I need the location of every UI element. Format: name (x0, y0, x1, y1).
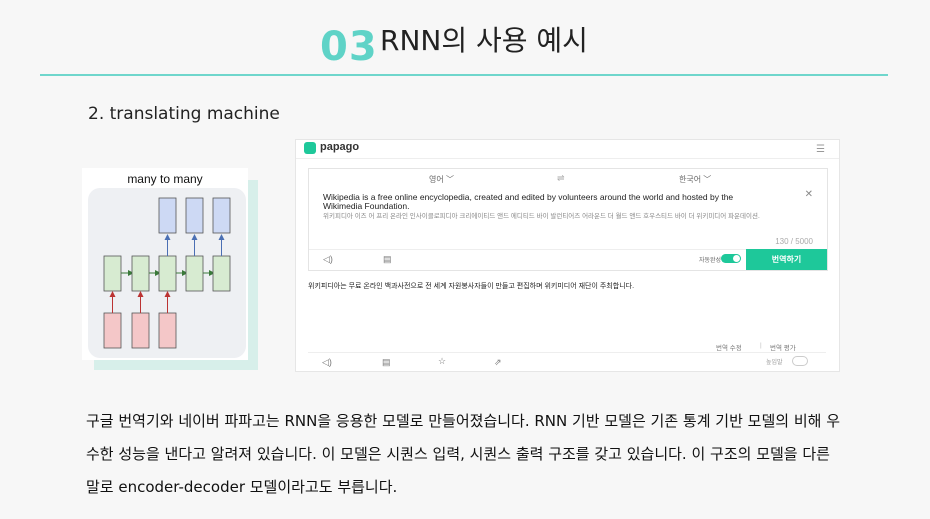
menu-icon[interactable]: ☰ (816, 144, 825, 155)
papago-logo-icon (304, 142, 316, 154)
keyboard-icon[interactable]: ▤ (383, 254, 392, 264)
hidden-state-1 (131, 255, 150, 292)
output-node-0 (158, 197, 177, 234)
papago-window: papago ☰ 영어 ﹀ ⇌ 한국어 ﹀ Wikipedia is a fre… (295, 139, 840, 372)
hidden-state-3 (185, 255, 204, 292)
star-icon[interactable]: ☆ (438, 356, 447, 366)
input-node-2 (158, 312, 177, 349)
input-node-0 (103, 312, 122, 349)
copy-icon[interactable]: ▤ (382, 357, 391, 367)
source-language-select[interactable]: 영어 ﹀ (429, 175, 454, 184)
diagram-label: many to many (127, 172, 203, 186)
hidden-state-4 (212, 255, 231, 292)
slide-number: 03 (320, 24, 378, 70)
source-text[interactable]: Wikipedia is a free online encyclopedia,… (323, 192, 734, 211)
swap-languages-icon[interactable]: ⇌ (557, 173, 565, 183)
papago-brand: papago (320, 141, 360, 153)
body-paragraph: 구글 번역기와 네이버 파파고는 RNN을 응용한 모델로 만들어졌습니다. R… (86, 412, 840, 496)
clear-text-icon[interactable]: ✕ (804, 189, 813, 200)
slide-title: RNN의 사용 예시 (380, 24, 588, 57)
header-rule (40, 74, 888, 76)
source-panel: 영어 ﹀ ⇌ 한국어 ﹀ Wikipedia is a free online … (308, 168, 828, 271)
honorific-toggle[interactable] (792, 356, 808, 366)
autocomplete-label: 자동완성 (699, 258, 722, 264)
hidden-state-2 (158, 255, 177, 292)
result-panel: 위키피디아는 무료 온라인 백과사전으로 전 세계 자원봉사자들이 만들고 편집… (308, 272, 826, 368)
speaker-icon[interactable]: ◁) (322, 357, 332, 367)
input-node-1 (131, 312, 150, 349)
papago-topbar: papago ☰ (296, 140, 839, 159)
output-node-2 (212, 197, 231, 234)
share-icon[interactable]: ⇗ (494, 357, 502, 367)
pronunciation-text: 위키피디아 이즈 어 프리 온라인 인사이클로피디아 크리에이티드 앤드 에디티… (323, 213, 760, 220)
result-divider (308, 352, 826, 353)
section-subtitle: 2. translating machine (88, 104, 280, 124)
link-separator: | (760, 342, 762, 349)
target-language-select[interactable]: 한국어 ﹀ (679, 175, 712, 184)
translate-button[interactable]: 번역하기 (746, 249, 827, 270)
edit-translation-link[interactable]: 번역 수정 (716, 345, 742, 352)
speaker-icon[interactable]: ◁) (323, 254, 333, 264)
rnn-diagram-svg (88, 188, 246, 358)
honorific-label: 높임말 (766, 360, 783, 366)
source-divider (309, 249, 827, 250)
output-node-1 (185, 197, 204, 234)
autocomplete-toggle[interactable] (721, 254, 741, 263)
rnn-diagram: many to many (82, 168, 248, 360)
hidden-state-0 (103, 255, 122, 292)
result-text: 위키피디아는 무료 온라인 백과사전으로 전 세계 자원봉사자들이 만들고 편집… (308, 283, 635, 290)
rate-translation-link[interactable]: 번역 평가 (770, 345, 796, 352)
char-count: 130 / 5000 (775, 237, 813, 246)
